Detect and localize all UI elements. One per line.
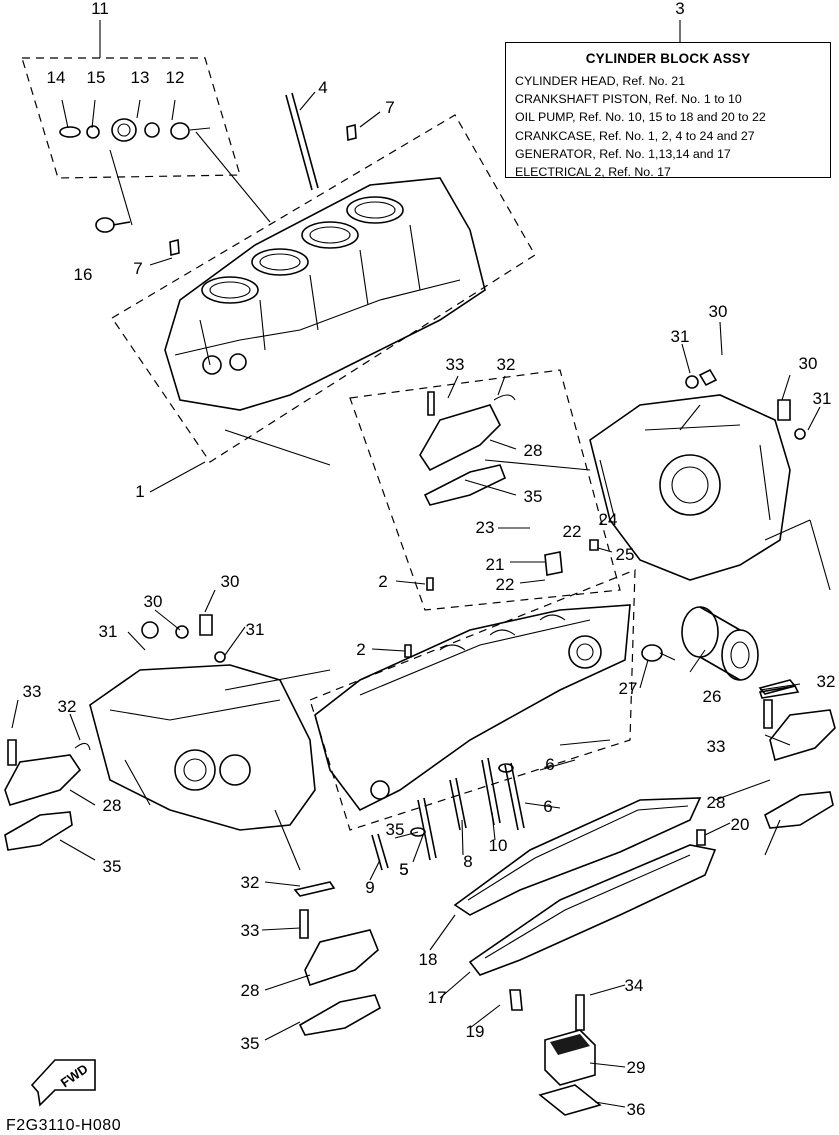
callout-label: 35 xyxy=(241,1034,260,1053)
callout-label: 5 xyxy=(399,860,408,879)
ref-box-title: CYLINDER BLOCK ASSY xyxy=(585,51,751,66)
callout-label: 2 xyxy=(356,640,365,659)
ref-line: GENERATOR, Ref. No. 1,13,14 and 17 xyxy=(515,146,731,161)
cylinder-block xyxy=(164,177,486,411)
callout-label: 15 xyxy=(87,68,106,87)
callout-label: 35 xyxy=(524,487,543,506)
callout-label: 32 xyxy=(817,672,836,691)
callout-label: 3 xyxy=(675,0,684,18)
callout-label: 22 xyxy=(563,522,582,541)
callout-label: 20 xyxy=(731,815,750,834)
callout-label: 6 xyxy=(543,797,552,816)
callout-label: 10 xyxy=(489,836,508,855)
callout-label: 35 xyxy=(386,820,405,839)
callout-label: 11 xyxy=(91,0,109,18)
breather-cover-left xyxy=(4,739,91,851)
callout-label: 30 xyxy=(799,354,818,373)
callout-label: 26 xyxy=(703,687,722,706)
crankcase-bolts xyxy=(371,757,525,871)
leader-lines xyxy=(11,20,831,1108)
callout-label: 33 xyxy=(241,921,260,940)
callout-label: 31 xyxy=(99,622,118,641)
callout-label: 30 xyxy=(144,592,163,611)
callout-label: 6 xyxy=(545,755,554,774)
callout-label: 23 xyxy=(476,518,495,537)
callout-label: 17 xyxy=(428,988,447,1007)
callout-label: 4 xyxy=(318,78,327,97)
group-box-crankcase-upper xyxy=(349,369,621,611)
callout-label: 32 xyxy=(497,355,516,374)
callout-label: 13 xyxy=(131,68,150,87)
diagram-code: F2G3110-H080 xyxy=(6,1117,122,1134)
fitting-assembly-11 xyxy=(59,118,211,233)
callout-label: 22 xyxy=(496,575,515,594)
fwd-label: FWD xyxy=(58,1061,91,1090)
callout-label: 16 xyxy=(74,265,93,284)
callout-label: 7 xyxy=(385,98,394,117)
callout-label: 31 xyxy=(813,389,832,408)
oil-filter-26 xyxy=(641,606,759,681)
oil-pan-gasket-18 xyxy=(453,797,702,916)
callout-label: 30 xyxy=(709,302,728,321)
gaskets-32 xyxy=(758,685,800,699)
callout-label: 21 xyxy=(486,555,505,574)
callout-label: 29 xyxy=(627,1058,646,1077)
callout-label: 18 xyxy=(419,950,438,969)
ref-line: CYLINDER HEAD, Ref. No. 21 xyxy=(515,74,686,88)
callout-label: 7 xyxy=(133,259,142,278)
callout-label: 27 xyxy=(619,679,638,698)
stud-bolt-4 xyxy=(169,92,357,257)
breather-cover-bottom xyxy=(293,881,381,1036)
generator-cover-right xyxy=(589,368,806,581)
callout-label: 35 xyxy=(103,857,122,876)
callout-label: 32 xyxy=(58,697,77,716)
callout-label: 34 xyxy=(625,976,644,995)
callout-label: 14 xyxy=(47,68,66,87)
breather-cover-right xyxy=(758,679,836,829)
callout-label: 2 xyxy=(378,572,387,591)
crankcase-upper xyxy=(314,539,631,812)
callout-label: 31 xyxy=(246,620,265,639)
callout-label: 31 xyxy=(671,327,690,346)
ref-line: ELECTRICAL 2, Ref. No. 17 xyxy=(515,165,671,180)
callout-label: 28 xyxy=(707,793,726,812)
callout-label: 28 xyxy=(241,981,260,1000)
dashed-group-boundaries xyxy=(21,57,636,831)
callout-label: 8 xyxy=(463,852,472,871)
callout-label: 12 xyxy=(166,68,185,87)
group-box-crankcase-lower xyxy=(309,569,636,831)
callout-label: 19 xyxy=(466,1022,485,1041)
crankcase-cover-left xyxy=(89,614,316,831)
ref-line: CRANKCASE, Ref. No. 1, 2, 4 to 24 and 27 xyxy=(515,128,755,143)
engine-mount-29 xyxy=(538,994,602,1116)
callout-label: 5 xyxy=(399,860,408,879)
callout-label: 24 xyxy=(599,510,618,529)
ref-box-lines: CYLINDER HEAD, Ref. No. 21 CRANKSHAFT PI… xyxy=(515,72,830,181)
fwd-arrow-icon: FWD xyxy=(30,1059,96,1107)
cylinder-block-assy-reference-box: CYLINDER BLOCK ASSY CYLINDER HEAD, Ref. … xyxy=(505,42,831,181)
callout-label: 36 xyxy=(627,1100,646,1119)
oil-pan-17 xyxy=(468,829,717,1011)
callout-label: 25 xyxy=(616,545,635,564)
callout-label: 33 xyxy=(707,737,726,756)
callout-label: 28 xyxy=(103,796,122,815)
ref-line: OIL PUMP, Ref. No. 10, 15 to 18 and 20 t… xyxy=(515,110,766,125)
callout-label: 9 xyxy=(365,878,374,897)
callout-label: 32 xyxy=(241,873,260,892)
callout-label: 28 xyxy=(524,441,543,460)
callout-label: 33 xyxy=(446,355,465,374)
callout-label: 33 xyxy=(23,682,42,701)
callout-label: 1 xyxy=(135,482,144,501)
ref-line: CRANKSHAFT PISTON, Ref. No. 1 to 10 xyxy=(515,92,742,107)
breather-cover-upper xyxy=(419,391,516,506)
callout-label: 30 xyxy=(221,572,240,591)
